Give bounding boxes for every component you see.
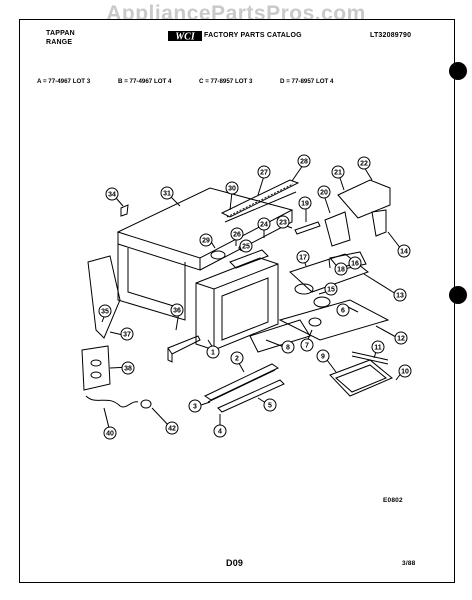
callout-36: 36 (170, 303, 184, 317)
catalog-date: 3/88 (402, 560, 416, 567)
catalog-number: LT32089790 (370, 32, 412, 39)
callout-35: 35 (98, 304, 112, 318)
callout-19-label: 19 (301, 201, 309, 208)
callout-3-label: 3 (193, 404, 197, 411)
callout-24: 24 (257, 217, 271, 231)
callout-37-label: 37 (123, 332, 131, 339)
catalog-title: FACTORY PARTS CATALOG (204, 32, 302, 39)
callout-3: 3 (188, 399, 202, 413)
callout-25: 25 (239, 239, 253, 253)
callout-20-label: 20 (320, 190, 328, 197)
callout-25-label: 25 (242, 244, 250, 251)
callout-10-label: 10 (401, 369, 409, 376)
callout-15-label: 15 (327, 287, 335, 294)
callout-40-label: 40 (106, 431, 114, 438)
callout-22: 22 (357, 156, 371, 170)
callout-21: 21 (331, 165, 345, 179)
callout-18-label: 18 (337, 267, 345, 274)
brand-line2: RANGE (46, 39, 73, 46)
callout-22-label: 22 (360, 161, 368, 168)
svg-text:WCI: WCI (175, 32, 196, 43)
callout-31-label: 31 (163, 191, 171, 198)
callout-14-label: 14 (400, 249, 408, 256)
brand-line1: TAPPAN (46, 30, 75, 37)
callout-5: 5 (263, 398, 277, 412)
figure-code: E0802 (383, 497, 403, 504)
callout-4-label: 4 (218, 429, 222, 436)
lot-d: D = 77-8957 LOT 4 (280, 78, 334, 85)
callout-6-label: 6 (341, 308, 345, 315)
binder-hole-bottom (449, 286, 467, 304)
callout-group: 34 31 30 27 28 22 21 20 19 23 24 29 26 2… (98, 154, 412, 440)
callout-9-label: 9 (321, 354, 325, 361)
callout-38: 38 (121, 361, 135, 375)
callout-8: 8 (281, 340, 295, 354)
callout-5-label: 5 (268, 403, 272, 410)
callout-13: 13 (393, 288, 407, 302)
callout-20: 20 (317, 185, 331, 199)
callout-26-label: 26 (233, 232, 241, 239)
callout-17-label: 17 (299, 255, 307, 262)
callout-28: 28 (297, 154, 311, 168)
callout-16-label: 16 (351, 261, 359, 268)
callout-30: 30 (225, 181, 239, 195)
wci-logo: WCI (168, 31, 202, 43)
callout-37: 37 (120, 327, 134, 341)
callout-28-label: 28 (300, 159, 308, 166)
callout-24-label: 24 (260, 222, 268, 229)
lot-a: A = 77-4967 LOT 3 (37, 78, 91, 85)
callout-30-label: 30 (228, 186, 236, 193)
callout-27: 27 (257, 165, 271, 179)
callout-42: 42 (165, 421, 179, 435)
callout-9: 9 (316, 349, 330, 363)
callout-2: 2 (230, 351, 244, 365)
callout-29-label: 29 (202, 238, 210, 245)
callout-8-label: 8 (286, 345, 290, 352)
callout-2-label: 2 (235, 356, 239, 363)
binder-hole-top (449, 62, 467, 80)
callout-21-label: 21 (334, 170, 342, 177)
callout-1: 1 (206, 345, 220, 359)
callout-40: 40 (103, 426, 117, 440)
callout-26: 26 (230, 227, 244, 241)
callout-23-label: 23 (279, 220, 287, 227)
callout-34: 34 (105, 187, 119, 201)
callout-11: 11 (371, 340, 385, 354)
callout-12-label: 12 (397, 336, 405, 343)
callout-17: 17 (296, 250, 310, 264)
callout-34-label: 34 (108, 192, 116, 199)
callout-16: 16 (348, 256, 362, 270)
callout-7-label: 7 (305, 343, 309, 350)
callout-13-label: 13 (396, 293, 404, 300)
callout-23: 23 (276, 215, 290, 229)
callout-29: 29 (199, 233, 213, 247)
callout-36-label: 36 (173, 308, 181, 315)
callout-15: 15 (324, 282, 338, 296)
page-code: D09 (226, 558, 244, 568)
lot-c: C = 77-8957 LOT 3 (199, 78, 253, 85)
callout-27-label: 27 (260, 170, 268, 177)
callout-4: 4 (213, 424, 227, 438)
callout-19: 19 (298, 196, 312, 210)
callout-12: 12 (394, 331, 408, 345)
callout-11-label: 11 (374, 345, 382, 352)
callout-42-label: 42 (168, 426, 176, 433)
callout-38-label: 38 (124, 366, 132, 373)
callout-14: 14 (397, 244, 411, 258)
callout-31: 31 (160, 186, 174, 200)
callout-35-label: 35 (101, 309, 109, 316)
callout-6: 6 (336, 303, 350, 317)
lot-b: B = 77-4967 LOT 4 (118, 78, 172, 85)
callout-10: 10 (398, 364, 412, 378)
callout-7: 7 (300, 338, 314, 352)
callout-1-label: 1 (211, 350, 215, 357)
callout-18: 18 (334, 262, 348, 276)
